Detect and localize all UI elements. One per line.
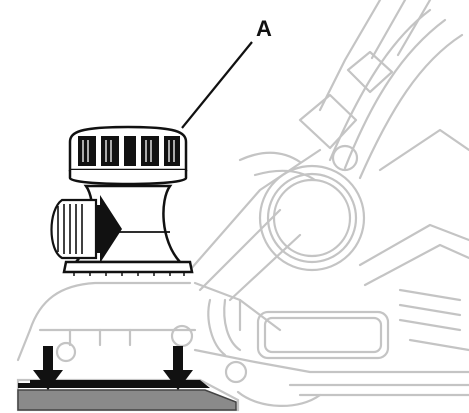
base-shoe-plate — [16, 378, 240, 412]
callout-label-a: A — [256, 16, 272, 41]
knob-grip-ridges — [78, 136, 180, 166]
right-arrow-icon — [50, 195, 122, 263]
down-arrow-icon — [163, 346, 193, 390]
callout-leader-line — [181, 41, 253, 129]
planer-body-outline — [16, 0, 469, 407]
down-arrow-icon — [33, 346, 63, 390]
